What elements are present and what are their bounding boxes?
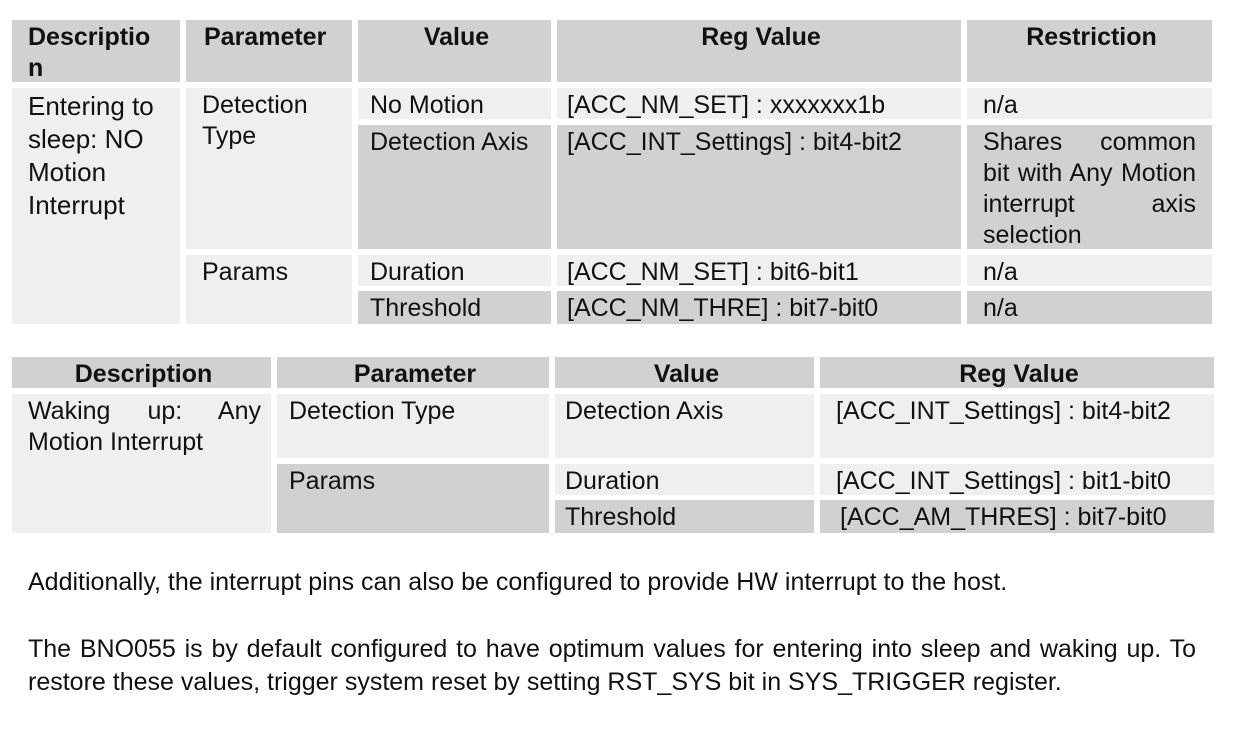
- t2-header-reg-value: Reg Value: [820, 357, 1214, 388]
- t2-reg-am-thres: [ACC_AM_THRES] : bit7-bit0: [820, 500, 1214, 533]
- t2-description: Waking up: Any Motion Interrupt: [12, 394, 271, 533]
- t2-value-duration: Duration: [555, 464, 814, 495]
- t1-header-restriction: Restriction: [967, 20, 1212, 82]
- t2-reg-int-settings-duration: [ACC_INT_Settings] : bit1-bit0: [820, 464, 1214, 495]
- t1-description: Entering to sleep: NO Motion Interrupt: [12, 88, 180, 324]
- paragraph-interrupt-pins: Additionally, the interrupt pins can als…: [28, 568, 1008, 596]
- t1-restriction-shares: Shares common bit with Any Motion interr…: [967, 125, 1212, 249]
- t1-value-threshold: Threshold: [358, 291, 551, 324]
- t2-param-params: Params: [277, 464, 549, 533]
- t1-restriction-na-1: n/a: [967, 88, 1212, 119]
- t1-reg-nm-set-duration: [ACC_NM_SET] : bit6-bit1: [557, 255, 961, 286]
- t1-reg-nm-thre: [ACC_NM_THRE] : bit7-bit0: [557, 291, 961, 324]
- t1-restriction-na-3: n/a: [967, 291, 1212, 324]
- t1-value-no-motion: No Motion: [358, 88, 551, 119]
- t2-header-description: Description: [12, 357, 271, 388]
- t2-param-detection-type: Detection Type: [277, 394, 549, 458]
- t1-param-params: Params: [186, 255, 352, 324]
- t2-value-detection-axis: Detection Axis: [555, 394, 814, 458]
- t1-restriction-na-2: n/a: [967, 255, 1212, 286]
- t1-reg-nm-set: [ACC_NM_SET] : xxxxxxx1b: [557, 88, 961, 119]
- t2-value-threshold: Threshold: [555, 500, 814, 533]
- t1-reg-int-settings: [ACC_INT_Settings] : bit4-bit2: [557, 125, 961, 249]
- t1-param-detection-type: Detection Type: [186, 88, 352, 249]
- t1-value-detection-axis: Detection Axis: [358, 125, 551, 249]
- t2-header-value: Value: [555, 357, 814, 388]
- t1-header-parameter: Parameter: [186, 20, 352, 82]
- t1-header-value: Value: [358, 20, 551, 82]
- t1-value-duration: Duration: [358, 255, 551, 286]
- t2-header-parameter: Parameter: [277, 357, 549, 388]
- t1-header-reg-value: Reg Value: [557, 20, 961, 82]
- paragraph-default-config: The BNO055 is by default configured to h…: [28, 635, 1196, 696]
- t2-reg-int-settings-axis: [ACC_INT_Settings] : bit4-bit2: [820, 394, 1214, 458]
